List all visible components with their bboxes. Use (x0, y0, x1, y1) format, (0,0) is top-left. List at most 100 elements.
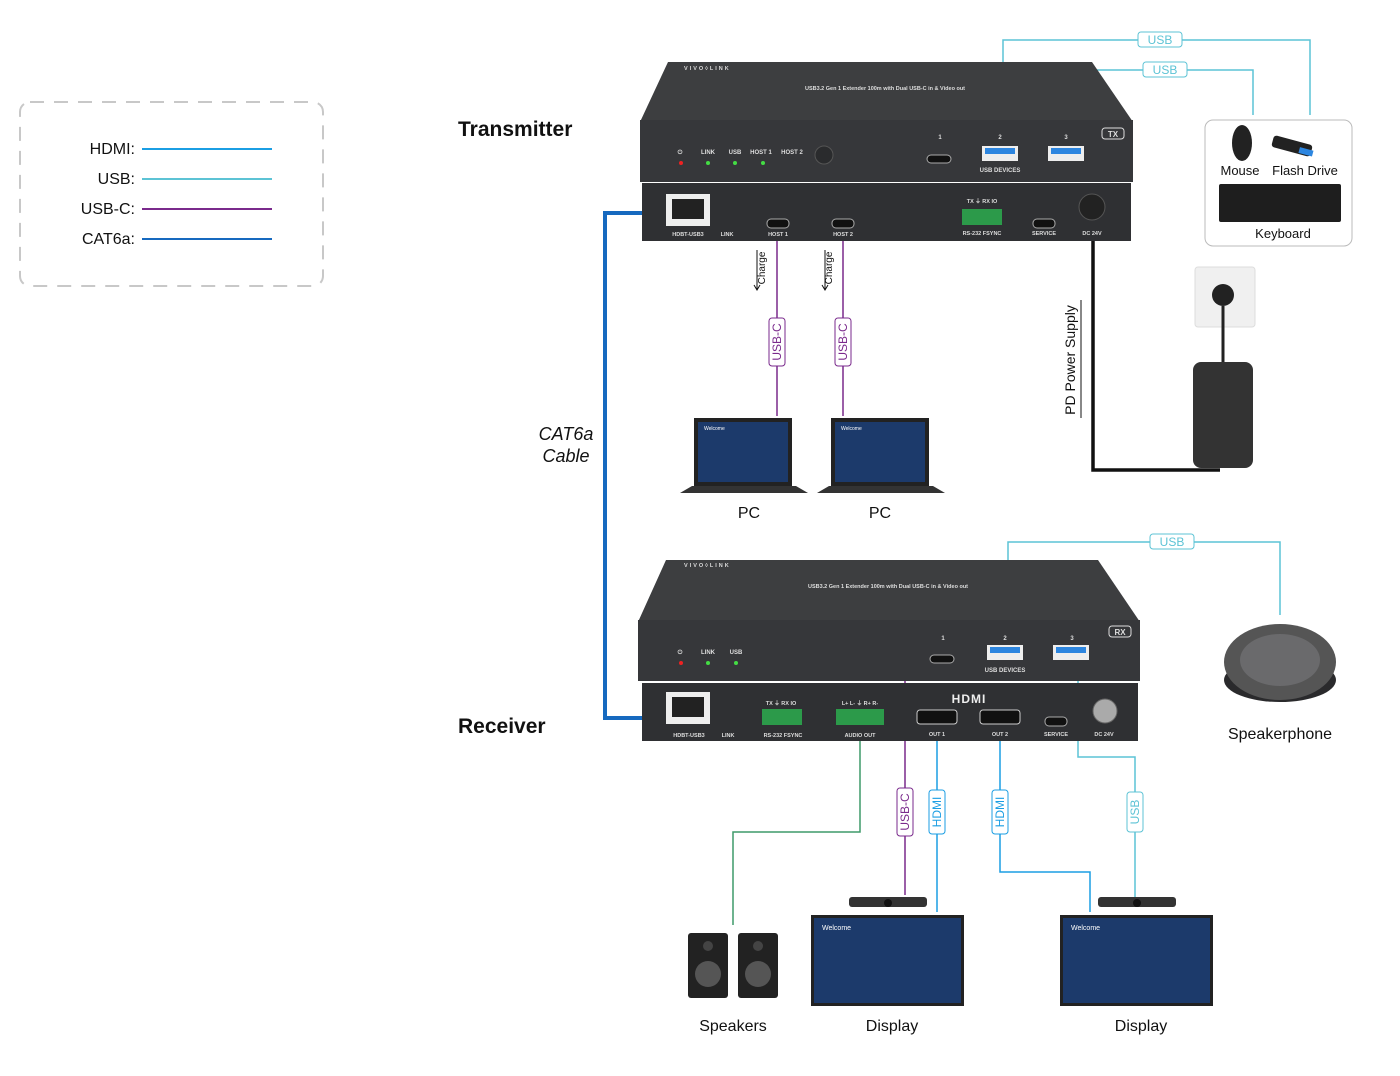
svg-text:USB DEVICES: USB DEVICES (985, 668, 1026, 674)
legend: HDMI: USB: USB-C: CAT6a: (19, 101, 324, 287)
svg-text:HOST 1: HOST 1 (750, 150, 772, 156)
svg-text:3: 3 (1064, 135, 1068, 141)
hdmi-tag-2: HDMI (991, 789, 1009, 835)
svg-text:TX ⏚ RX IO: TX ⏚ RX IO (967, 198, 998, 205)
svg-text:RX: RX (1114, 628, 1126, 637)
usb-tag-4: USB (1126, 791, 1144, 833)
tx-brand-logo: VIVO◊LINK (684, 66, 731, 72)
svg-text:LINK: LINK (701, 150, 716, 156)
svg-text:USB: USB (1160, 535, 1185, 549)
usb-tag-2: USB (1142, 61, 1188, 78)
svg-text:TX ⏚ RX IO: TX ⏚ RX IO (766, 700, 797, 707)
receiver-title: Receiver (458, 715, 546, 738)
legend-usb-label: USB: (98, 171, 135, 188)
speakerphone-label: Speakerphone (1228, 726, 1332, 743)
svg-text:⏻: ⏻ (678, 649, 683, 656)
svg-text:LINK: LINK (701, 650, 716, 656)
svg-text:USB: USB (1128, 800, 1142, 825)
usbc-tag-rx: USB-C (896, 787, 914, 837)
rx-brand-logo: VIVO◊LINK (684, 563, 731, 569)
transmitter-device: VIVO◊LINK USB3.2 Gen 1 Extender 100m wit… (640, 62, 1133, 241)
svg-text:DC 24V: DC 24V (1094, 732, 1114, 738)
rx-product-line: USB3.2 Gen 1 Extender 100m with Dual USB… (808, 584, 968, 590)
keyboard-icon (1219, 184, 1341, 222)
svg-text:HOST 1: HOST 1 (768, 232, 788, 238)
svg-text:1: 1 (941, 636, 945, 642)
charge-arrow-icon (753, 250, 829, 291)
hdmi-out2-line (999, 730, 1091, 912)
usb-tag-1: USB (1137, 31, 1183, 48)
svg-text:USB: USB (1153, 63, 1178, 77)
svg-text:LINK: LINK (722, 733, 735, 739)
display-2-label: Display (1115, 1018, 1167, 1035)
speakers-icon (688, 933, 778, 998)
svg-text:USB: USB (730, 650, 743, 656)
svg-text:RS-232 FSYNC: RS-232 FSYNC (963, 231, 1002, 237)
tx-product-line: USB3.2 Gen 1 Extender 100m with Dual USB… (805, 86, 965, 92)
svg-text:HDMI: HDMI (952, 692, 987, 706)
svg-text:HDBT-USB3: HDBT-USB3 (673, 733, 704, 739)
pc-1-label: PC (738, 505, 760, 522)
svg-text:HOST 2: HOST 2 (781, 150, 803, 156)
svg-text:SERVICE: SERVICE (1044, 732, 1068, 738)
svg-text:2: 2 (998, 135, 1002, 141)
usb-tag-3: USB (1149, 533, 1195, 550)
svg-text:USB-C: USB-C (898, 793, 912, 831)
svg-text:USB: USB (1148, 33, 1173, 47)
svg-text:Welcome: Welcome (841, 426, 862, 432)
svg-text:LINK: LINK (721, 232, 734, 238)
power-outlet-icon (1194, 266, 1256, 362)
legend-hdmi-label: HDMI: (90, 141, 135, 158)
pc-2-label: PC (869, 505, 891, 522)
cat6a-cable (603, 211, 665, 720)
usb-peripherals-box: Mouse Flash Drive Keyboard (1204, 119, 1353, 247)
svg-text:TX: TX (1108, 130, 1119, 139)
legend-cat6a-label: CAT6a: (82, 231, 135, 248)
charge-label-1: Charge (757, 251, 768, 284)
hdmi-tag-1: HDMI (928, 789, 946, 835)
pc-2: Welcome PC (817, 418, 945, 522)
svg-text:SERVICE: SERVICE (1032, 231, 1056, 237)
display-2: Welcome Display (1060, 897, 1213, 1035)
svg-text:AUDIO OUT: AUDIO OUT (845, 733, 877, 739)
svg-text:L+ L- ⏚ R+ R-: L+ L- ⏚ R+ R- (842, 700, 879, 707)
mouse-label: Mouse (1220, 163, 1259, 178)
mouse-icon (1232, 125, 1252, 161)
legend-usbc-label: USB-C: (81, 201, 135, 218)
charge-label-2: Charge (824, 251, 835, 284)
svg-text:HDMI: HDMI (930, 797, 944, 828)
svg-text:HDMI: HDMI (993, 797, 1007, 828)
speakers-label: Speakers (699, 1018, 767, 1035)
cable-label-line1: CAT6a (539, 424, 594, 444)
pc-1: Welcome PC (680, 418, 808, 522)
svg-text:USB-C: USB-C (836, 323, 850, 361)
svg-text:OUT 1: OUT 1 (929, 732, 945, 738)
svg-text:Welcome: Welcome (822, 925, 851, 932)
svg-text:RS-232 FSYNC: RS-232 FSYNC (764, 733, 803, 739)
svg-text:HDBT-USB3: HDBT-USB3 (672, 232, 703, 238)
transmitter-title: Transmitter (458, 118, 572, 141)
usbc-tag-host1: USB-C (768, 317, 786, 367)
receiver-device: VIVO◊LINK USB3.2 Gen 1 Extender 100m wit… (638, 560, 1140, 741)
usbc-tag-host2: USB-C (834, 317, 852, 367)
svg-text:1: 1 (938, 135, 942, 141)
svg-text:⏻: ⏻ (678, 149, 683, 156)
audio-line (732, 740, 861, 925)
svg-text:USB DEVICES: USB DEVICES (980, 168, 1021, 174)
keyboard-label: Keyboard (1255, 226, 1311, 241)
power-supply-label: PD Power Supply (1062, 305, 1078, 415)
svg-text:2: 2 (1003, 636, 1007, 642)
svg-text:Welcome: Welcome (1071, 925, 1100, 932)
svg-text:HOST 2: HOST 2 (833, 232, 853, 238)
svg-text:USB-C: USB-C (770, 323, 784, 361)
display-1: Welcome Display (811, 897, 964, 1035)
svg-text:Welcome: Welcome (704, 426, 725, 432)
legend-border (19, 101, 324, 287)
svg-text:OUT 2: OUT 2 (992, 732, 1008, 738)
display-1-label: Display (866, 1018, 918, 1035)
cable-label-line2: Cable (542, 446, 589, 466)
svg-text:USB: USB (729, 150, 742, 156)
speakerphone-icon (1224, 624, 1336, 702)
power-adapter-icon (1193, 362, 1253, 468)
power-cable (1091, 240, 1220, 472)
